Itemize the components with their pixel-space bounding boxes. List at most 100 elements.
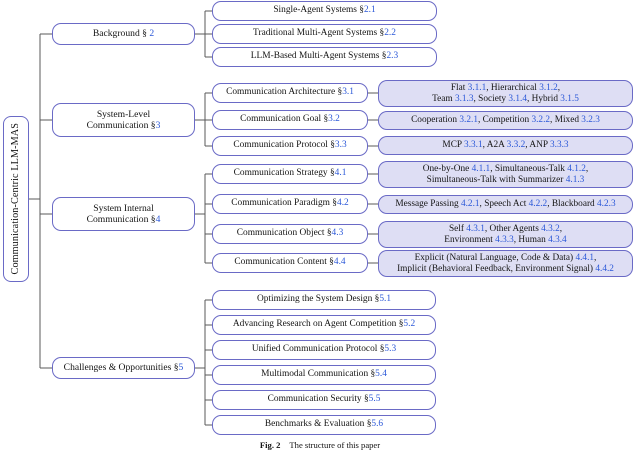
section-number: 3.3 xyxy=(334,140,347,151)
section-number: 4.3.1 xyxy=(466,223,485,234)
section-number: 5.5 xyxy=(368,394,381,405)
section-number: 4.3 xyxy=(331,228,344,239)
node-unified-communication-protocol[interactable]: Unified Communication Protocol §5.3 xyxy=(212,340,436,360)
detail-communication-architecture[interactable]: Flat 3.1.1, Hierarchical 3.1.2,Team 3.1.… xyxy=(378,80,633,107)
node-unified-communication-protocol-label: Unified Communication Protocol §5.3 xyxy=(251,344,397,355)
section-number: 3.3.2 xyxy=(506,140,526,151)
node-communication-paradigm-label: Communication Paradigm §4.2 xyxy=(231,198,349,209)
section-number: 5.3 xyxy=(384,344,397,355)
section-number: 4.4.1 xyxy=(575,252,595,263)
node-optimizing-the-system-design-label: Optimizing the System Design §5.1 xyxy=(256,294,392,305)
node-communication-strategy[interactable]: Communication Strategy §4.1 xyxy=(212,164,368,184)
node-communication-security[interactable]: Communication Security §5.5 xyxy=(212,390,436,410)
section-number: 5.6 xyxy=(371,419,384,430)
section-number: 4.2.3 xyxy=(597,199,616,210)
branch-challenges-opportunities-label: Challenges & Opportunities §5 xyxy=(63,362,184,374)
section-number: 3.1.2 xyxy=(539,82,558,93)
detail-communication-paradigm[interactable]: Message Passing 4.2.1, Speech Act 4.2.2,… xyxy=(378,195,633,214)
detail-communication-object[interactable]: Self 4.3.1, Other Agents 4.3.2,Environme… xyxy=(378,221,633,248)
section-number: 4.3.2 xyxy=(541,223,560,234)
detail-communication-content-label: Explicit (Natural Language, Code & Data)… xyxy=(397,252,614,274)
root-node-communication-centric-llm-mas[interactable]: Communication-Centric LLM-MAS xyxy=(3,116,29,282)
detail-communication-goal-label: Cooperation 3.2.1, Competition 3.2.2, Mi… xyxy=(411,115,600,126)
node-communication-goal[interactable]: Communication Goal §3.2 xyxy=(212,110,368,130)
node-advancing-research-on-agent-competition[interactable]: Advancing Research on Agent Competition … xyxy=(212,315,436,335)
node-communication-protocol-label: Communication Protocol §3.3 xyxy=(233,140,347,151)
detail-communication-goal[interactable]: Cooperation 3.2.1, Competition 3.2.2, Mi… xyxy=(378,111,633,130)
node-communication-content[interactable]: Communication Content §4.4 xyxy=(212,253,368,273)
node-optimizing-the-system-design[interactable]: Optimizing the System Design §5.1 xyxy=(212,290,436,310)
node-llm-based-multi-agent-systems[interactable]: LLM-Based Multi-Agent Systems §2.3 xyxy=(212,47,437,67)
node-communication-content-label: Communication Content §4.4 xyxy=(234,257,346,268)
section-number: 4.1 xyxy=(334,168,347,179)
node-communication-protocol[interactable]: Communication Protocol §3.3 xyxy=(212,136,368,156)
section-number: 3.3.1 xyxy=(464,140,483,151)
root-node-label: Communication-Centric LLM-MAS xyxy=(9,123,21,275)
section-number: 5.1 xyxy=(379,294,392,305)
section-number: 3.3.3 xyxy=(549,140,569,151)
detail-communication-architecture-label: Flat 3.1.1, Hierarchical 3.1.2,Team 3.1.… xyxy=(432,82,579,104)
detail-communication-object-label: Self 4.3.1, Other Agents 4.3.2,Environme… xyxy=(444,223,567,245)
node-communication-architecture-label: Communication Architecture §3.1 xyxy=(226,87,354,98)
node-single-agent-systems[interactable]: Single-Agent Systems §2.1 xyxy=(212,1,437,21)
section-number: 5.2 xyxy=(403,319,416,330)
detail-communication-protocol-label: MCP 3.3.1, A2A 3.3.2, ANP 3.3.3 xyxy=(442,140,569,151)
detail-communication-strategy[interactable]: One-by-One 4.1.1, Simultaneous-Talk 4.1.… xyxy=(378,161,633,188)
node-benchmarks-evaluation[interactable]: Benchmarks & Evaluation §5.6 xyxy=(212,415,436,435)
section-number: 4.2 xyxy=(337,198,349,209)
section-number: 4.4.2 xyxy=(595,263,614,274)
section-number: 2.2 xyxy=(384,28,396,39)
detail-communication-content[interactable]: Explicit (Natural Language, Code & Data)… xyxy=(378,250,633,277)
section-number: 2 xyxy=(149,28,155,40)
node-communication-object-label: Communication Object §4.3 xyxy=(236,228,344,239)
node-traditional-multi-agent-systems-label: Traditional Multi-Agent Systems §2.2 xyxy=(253,28,396,39)
node-communication-strategy-label: Communication Strategy §4.1 xyxy=(233,168,347,179)
section-number: 4.2.2 xyxy=(528,199,548,210)
section-number: 3.2.1 xyxy=(459,115,478,126)
node-multimodal-communication-label: Multimodal Communication §5.4 xyxy=(261,369,387,380)
section-number: 3.1.1 xyxy=(467,82,487,93)
section-number: 3.1.3 xyxy=(454,93,474,104)
section-number: 2.3 xyxy=(386,51,399,62)
node-multimodal-communication[interactable]: Multimodal Communication §5.4 xyxy=(212,365,436,385)
detail-communication-paradigm-label: Message Passing 4.2.1, Speech Act 4.2.2,… xyxy=(395,199,616,210)
section-number: 4.1.3 xyxy=(565,174,585,185)
figure-caption-text: The structure of this paper xyxy=(289,440,381,450)
section-number: 4.2.1 xyxy=(460,199,480,210)
detail-communication-strategy-label: One-by-One 4.1.1, Simultaneous-Talk 4.1.… xyxy=(422,163,589,185)
section-number: 2.1 xyxy=(363,5,376,16)
section-number: 4.3.4 xyxy=(548,234,567,245)
node-benchmarks-evaluation-label: Benchmarks & Evaluation §5.6 xyxy=(264,419,384,430)
node-communication-goal-label: Communication Goal §3.2 xyxy=(240,114,340,125)
section-number: 3.2.3 xyxy=(581,115,600,126)
section-number: 4.3.3 xyxy=(495,234,514,245)
node-communication-security-label: Communication Security §5.5 xyxy=(267,394,381,405)
section-number: 4.1.2 xyxy=(567,163,586,174)
section-number: 3.2.2 xyxy=(531,115,551,126)
node-single-agent-systems-label: Single-Agent Systems §2.1 xyxy=(273,5,376,16)
node-communication-paradigm[interactable]: Communication Paradigm §4.2 xyxy=(212,194,368,214)
node-advancing-research-on-agent-competition-label: Advancing Research on Agent Competition … xyxy=(232,319,416,330)
node-traditional-multi-agent-systems[interactable]: Traditional Multi-Agent Systems §2.2 xyxy=(212,24,437,44)
figure-caption: Fig. 2 The structure of this paper xyxy=(0,440,640,450)
figure-caption-label: Fig. 2 xyxy=(259,440,281,450)
node-communication-object[interactable]: Communication Object §4.3 xyxy=(212,224,368,244)
branch-background[interactable]: Background § 2 xyxy=(52,23,195,45)
section-number: 3.1.4 xyxy=(508,93,527,104)
branch-challenges-opportunities[interactable]: Challenges & Opportunities §5 xyxy=(52,357,195,379)
detail-communication-protocol[interactable]: MCP 3.3.1, A2A 3.3.2, ANP 3.3.3 xyxy=(378,136,633,155)
section-number: 4.4 xyxy=(333,257,346,268)
section-number: 3.1 xyxy=(342,87,354,98)
section-number: 3.2 xyxy=(328,114,340,125)
section-number: 5.4 xyxy=(375,369,387,380)
section-number: 4.1.1 xyxy=(471,163,491,174)
node-communication-architecture[interactable]: Communication Architecture §3.1 xyxy=(212,83,368,103)
section-number: 3.1.5 xyxy=(560,93,579,104)
branch-background-label: Background § 2 xyxy=(92,28,155,40)
node-llm-based-multi-agent-systems-label: LLM-Based Multi-Agent Systems §2.3 xyxy=(250,51,399,62)
